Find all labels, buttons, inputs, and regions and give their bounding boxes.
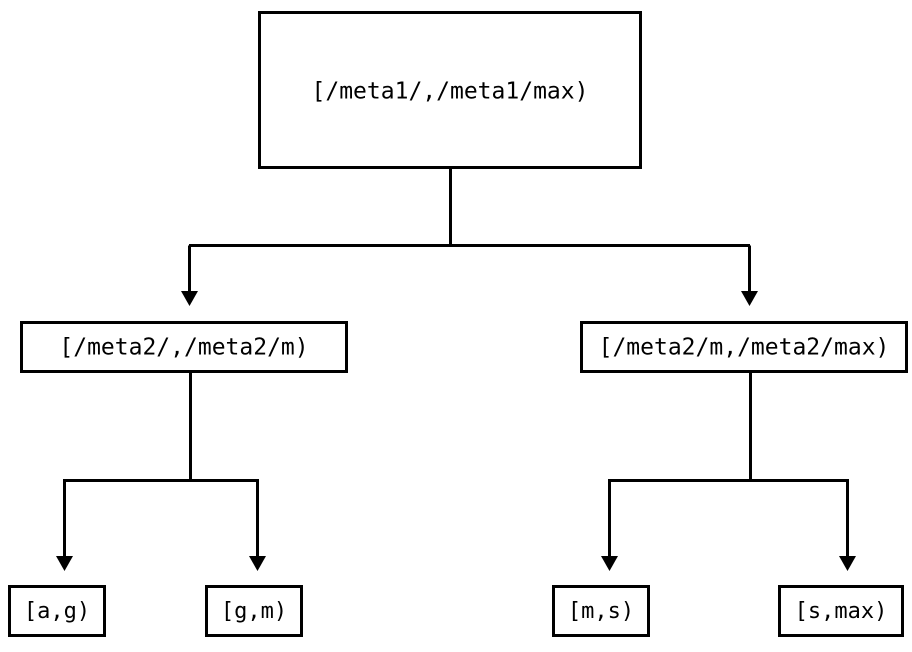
node-root[interactable]: [/meta1/,/meta1/max) [258,11,642,169]
node-leaf-2[interactable]: [g,m) [205,585,303,637]
node-leaf-3-box[interactable] [552,585,650,637]
node-leaf-3[interactable]: [m,s) [552,585,650,637]
node-leaf-4[interactable]: [s,max) [778,585,904,637]
node-leaf-1-label: [a,g) [24,599,90,624]
node-mid-left-box[interactable] [20,321,348,373]
node-leaf-1-box[interactable] [8,585,106,637]
node-leaf-3-label: [m,s) [568,599,634,624]
arrowhead-icon-mid-left [181,291,198,306]
arrowhead-icon-leaf-1 [56,556,73,571]
node-leaf-2-box[interactable] [205,585,303,637]
node-root-box[interactable] [258,11,642,169]
edge-group-mid-right-to-leaves [601,372,856,571]
node-mid-left-label: [/meta2/,/meta2/m) [59,335,308,361]
arrowhead-icon-leaf-3 [601,556,618,571]
edge-group-root-to-mid [181,168,758,306]
node-leaf-1[interactable]: [a,g) [8,585,106,637]
node-mid-right-box[interactable] [580,321,908,373]
node-leaf-4-box[interactable] [778,585,904,637]
edge-group-mid-left-to-leaves [56,372,266,571]
arrowhead-icon-leaf-4 [839,556,856,571]
node-leaf-4-label: [s,max) [795,599,888,624]
node-mid-right-label: [/meta2/m,/meta2/max) [599,335,890,361]
node-leaf-2-label: [g,m) [221,599,287,624]
arrowhead-icon-mid-right [741,291,758,306]
arrowhead-icon-leaf-2 [249,556,266,571]
node-mid-right[interactable]: [/meta2/m,/meta2/max) [580,321,908,373]
node-mid-left[interactable]: [/meta2/,/meta2/m) [20,321,348,373]
node-root-label: [/meta1/,/meta1/max) [312,79,589,105]
